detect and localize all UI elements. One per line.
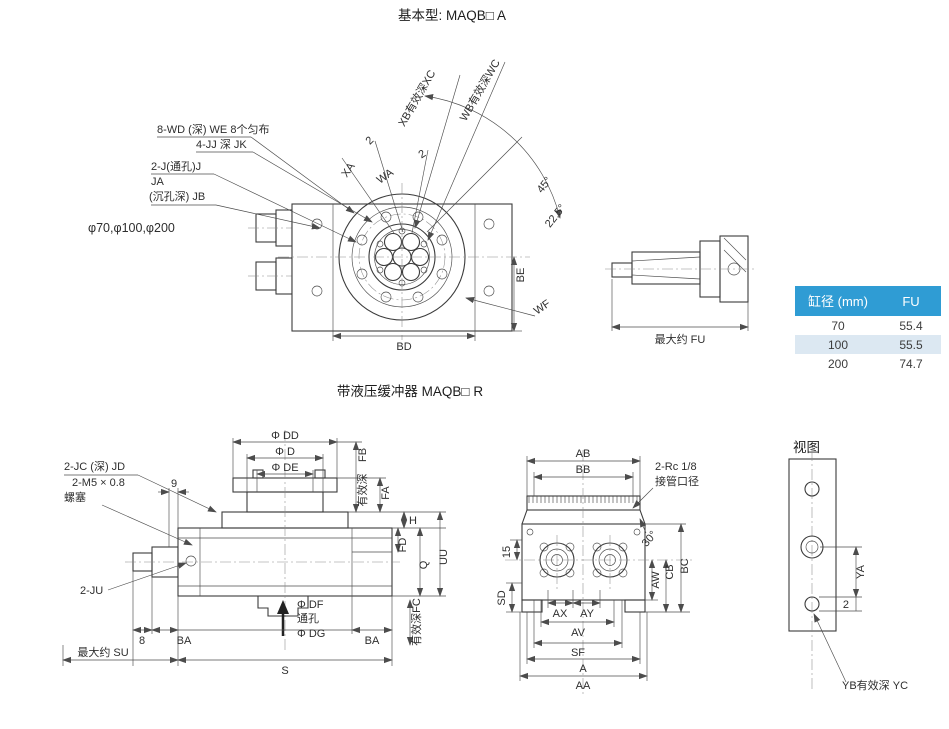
dim-aw-label: AW: [650, 571, 662, 589]
dim-ya-label: YA: [855, 564, 867, 579]
cell-fu: 74.7: [899, 356, 923, 371]
table-header-fu: FU: [902, 293, 920, 309]
dim-fc-label: 有效深FC: [409, 598, 423, 646]
dim-df-label: Φ DF: [297, 599, 324, 611]
shaft-side-view: 最大约 FU: [605, 235, 756, 346]
dim-yb-label: YB有效深 YC: [842, 678, 908, 692]
dim-sf-label: SF: [571, 647, 585, 659]
cell-bore: 200: [827, 356, 849, 371]
title-basic-type: 基本型: MAQB□ A: [398, 7, 506, 23]
dim-wf-label: WF: [532, 298, 553, 318]
dim-through-label: 通孔: [297, 612, 319, 625]
dim-2-right-label: 2: [417, 148, 429, 161]
dim-9-label: 9: [171, 478, 177, 490]
dim-wb-label: WB有效深WC: [456, 57, 503, 124]
dim-ax-label: AX: [553, 608, 568, 620]
flow-direction-arrow: [277, 600, 289, 614]
dim-h-label: H: [409, 515, 417, 527]
dim-sd-label: SD: [496, 590, 508, 605]
dim-wa-label: WA: [375, 166, 397, 186]
table-header-bore: 缸径 (mm): [808, 293, 868, 309]
dim-q-label: Q: [418, 560, 430, 569]
detail-view: 视图 YA 2 YB有效深 YC: [788, 440, 908, 692]
dim-d-label: Φ D: [275, 446, 295, 458]
callout-ja: JA: [151, 176, 165, 188]
dim-be-label: BE: [515, 268, 527, 283]
dim-aa-label: AA: [576, 680, 591, 692]
dim-uu-label: UU: [438, 549, 450, 565]
callout-m5: 2-M5 × 0.8: [72, 477, 125, 489]
dim-ab-label: AB: [576, 448, 591, 460]
bore-fu-table: 缸径 (mm) FU 70 55.4 100 55.5 200 74.7: [795, 286, 941, 373]
dim-fu-label: 最大约 FU: [655, 332, 706, 346]
dim-15-label: 15: [501, 546, 513, 558]
callout-jc: 2-JC (深) JD: [64, 460, 125, 473]
table-row: 200 74.7: [795, 354, 941, 373]
dim-ay-label: AY: [580, 608, 595, 620]
cell-fu: 55.4: [899, 318, 923, 333]
callout-port: 接管口径: [655, 474, 699, 488]
dim-a-label: A: [579, 663, 587, 675]
callout-bolt-pattern: 8-WD (深) WE 8个匀布: [157, 123, 269, 136]
shaft-body: [631, 251, 701, 285]
dim-ba-right-label: BA: [365, 635, 380, 647]
callout-jj: 4-JJ 深 JK: [196, 138, 247, 151]
cell-bore: 70: [831, 318, 845, 333]
dim-8-label: 8: [139, 635, 145, 647]
dim-xb-label: XB有效深XC: [395, 67, 439, 129]
dim-fd-label: FD: [397, 538, 409, 553]
end-view: AB BB 2-Rc 1/8 接管口径 30° 15 SD AX AY AV S…: [496, 448, 699, 695]
section-view: 2-JC (深) JD 2-M5 × 0.8 螺塞 9 Φ DD Φ D Φ D…: [62, 430, 450, 677]
dim-fa-label: FA: [380, 486, 392, 500]
detail-view-title: 视图: [793, 440, 820, 455]
table-row: 100 55.5: [795, 335, 941, 354]
dim-av-label: AV: [571, 627, 586, 639]
mount-face-plate: [526, 495, 641, 511]
dim-fb-depth-label: 有效深: [355, 474, 369, 507]
dim-su-label: 最大约 SU: [77, 645, 128, 659]
top-plan-view: 8-WD (深) WE 8个匀布 4-JJ 深 JK 2-J(通孔)J JA (…: [88, 57, 568, 353]
callout-ju: 2-JU: [80, 585, 103, 597]
callout-plug: 螺塞: [64, 490, 86, 504]
callout-jb: (沉孔深) JB: [149, 190, 205, 203]
dim-cb-label: CB: [664, 564, 676, 579]
dim-de-label: Φ DE: [271, 462, 298, 474]
cell-fu: 55.5: [899, 337, 923, 352]
callout-j-through: 2-J(通孔)J: [151, 160, 201, 173]
detail-plate: [788, 458, 837, 632]
dim-2-label: 2: [843, 599, 849, 611]
dim-dd-label: Φ DD: [271, 430, 299, 442]
dim-2-left-label: 2: [363, 134, 376, 147]
table-row: 70 55.4: [795, 316, 941, 335]
dim-s-label: S: [281, 665, 288, 677]
table-header-row: 缸径 (mm) FU: [795, 286, 941, 316]
angle-30-label: 30°: [640, 529, 660, 549]
dim-bd-label: BD: [396, 341, 411, 353]
dim-bc-label: BC: [679, 558, 691, 573]
bores-note: φ70,φ100,φ200: [88, 221, 175, 235]
title-buffered-type: 带液压缓冲器 MAQB□ R: [337, 384, 483, 399]
dim-ba-left-label: BA: [177, 635, 192, 647]
dim-bb-label: BB: [576, 464, 591, 476]
angle-22-5-label: 22.5°: [543, 202, 568, 230]
callout-rc: 2-Rc 1/8: [655, 461, 697, 473]
dim-dg-label: Φ DG: [297, 628, 325, 640]
ju-hole: [185, 555, 197, 567]
dim-fb-label: FB: [357, 448, 369, 462]
cell-bore: 100: [827, 337, 849, 352]
